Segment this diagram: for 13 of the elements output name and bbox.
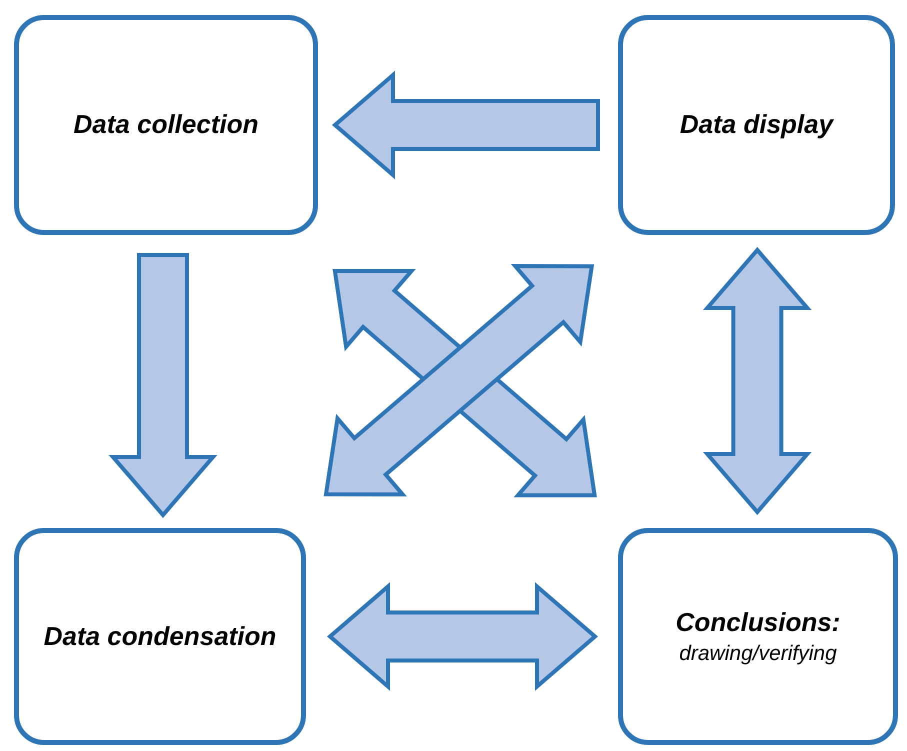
block-arrow: [108, 253, 218, 518]
process-box: [14, 15, 318, 235]
box-title: Conclusions:: [676, 606, 840, 639]
block-arrow: [326, 582, 598, 691]
block-arrow: [702, 246, 812, 516]
process-box: [618, 528, 898, 745]
box-subtitle: drawing/verifying: [679, 640, 837, 667]
box-title: Data condensation: [44, 620, 276, 653]
process-box: [14, 528, 306, 745]
process-box: [618, 15, 895, 235]
block-arrow: [332, 70, 600, 180]
box-title: Data display: [680, 108, 834, 142]
box-title: Data collection: [74, 108, 258, 142]
